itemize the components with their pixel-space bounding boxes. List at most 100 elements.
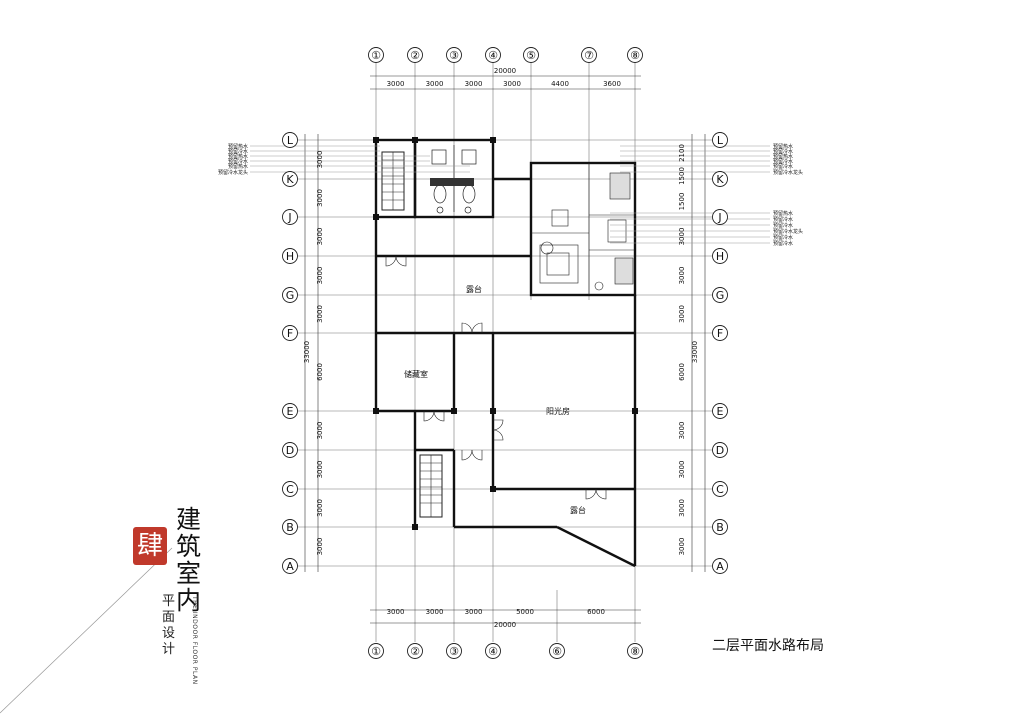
right-dimension: 2100 — [678, 144, 686, 162]
columns — [373, 137, 638, 530]
right-axis-bubble: K — [712, 171, 728, 187]
top-axis-bubble-label: ⑦ — [584, 49, 594, 62]
room-label-terrace-top: 露台 — [466, 284, 482, 294]
left-axis-bubble-label: G — [286, 289, 295, 302]
right-axis-bubble-label: C — [716, 483, 724, 496]
right-axis-bubble-label: A — [716, 560, 724, 573]
left-dimension: 3000 — [316, 305, 324, 323]
top-axis-bubbles: ① ② ③ ④ ⑤ ⑦ ⑧ — [368, 47, 643, 63]
left-axis-bubble: J — [282, 209, 298, 225]
top-dimension: 3000 — [426, 80, 444, 88]
left-axis-bubble-label: H — [286, 250, 294, 263]
pipe-note-right-mid: 预留冷水 — [773, 240, 793, 247]
left-dimension: 3000 — [316, 267, 324, 285]
room-label-terrace-bottom: 露台 — [570, 505, 586, 515]
left-dimension: 3000 — [316, 228, 324, 246]
left-axis-bubble: F — [282, 325, 298, 341]
left-axis-bubble: L — [282, 132, 298, 148]
right-axis-bubble-label: J — [717, 211, 721, 224]
right-dimension: 3000 — [678, 267, 686, 285]
top-dimension: 4400 — [551, 80, 569, 88]
left-axis-bubble-label: D — [286, 444, 294, 457]
left-total-dimension: 33000 — [303, 341, 311, 363]
bathroom-fixtures — [430, 145, 477, 214]
right-axis-bubble: D — [712, 442, 728, 458]
top-dimension: 3000 — [503, 80, 521, 88]
top-axis-bubble-label: ① — [371, 49, 381, 62]
pipe-note-right-top: 预留冷水 — [773, 148, 793, 155]
bottom-dimension: 3000 — [465, 608, 483, 616]
pipe-note-right-mid: 预留热水 — [773, 210, 793, 217]
right-axis-bubble-label: B — [716, 521, 724, 534]
top-axis-bubble: ① — [368, 47, 384, 63]
brand-english: THE INDOOR FLOOR PLAN — [191, 596, 198, 685]
bottom-axis-bubble: ④ — [485, 643, 501, 659]
bottom-axis-bubble-label: ② — [410, 645, 420, 658]
pipe-note-right-mid: 预留冷水 — [773, 222, 793, 229]
bottom-axis-bubble-label: ① — [371, 645, 381, 658]
pipe-note-right-top: 预留冷水龙头 — [773, 169, 803, 176]
right-dimension: 3000 — [678, 305, 686, 323]
top-dimension: 3000 — [387, 80, 405, 88]
stairs-bottom — [419, 454, 443, 518]
top-axis-bubble-label: ④ — [488, 49, 498, 62]
top-axis-bubble: ③ — [446, 47, 462, 63]
pipe-note-right-top: 预留热水 — [773, 143, 793, 150]
right-axis-bubble-label: H — [716, 250, 724, 263]
pipe-note-right-mid: 预留冷水 — [773, 234, 793, 241]
room-label-sunroom: 阳光房 — [546, 406, 570, 416]
bottom-axis-bubble: ② — [407, 643, 423, 659]
right-axis-bubble: F — [712, 325, 728, 341]
right-axis-bubble: B — [712, 519, 728, 535]
suite-furniture — [531, 163, 635, 295]
horizontal-grid-lines — [298, 139, 712, 567]
right-dimension: 3000 — [678, 538, 686, 556]
pipe-note-left: 预留冷水 — [228, 158, 248, 165]
top-axis-bubble-label: ⑤ — [526, 49, 536, 62]
bottom-axis-bubble: ③ — [446, 643, 462, 659]
left-axis-bubble-label: E — [287, 405, 294, 418]
right-axis-bubble: C — [712, 481, 728, 497]
right-axis-bubble-label: L — [717, 134, 724, 147]
right-axis-bubbles: L K J H G F E D C B A — [712, 132, 728, 574]
building-walls — [374, 138, 637, 568]
left-axis-bubble: G — [282, 287, 298, 303]
decor-diagonal-line — [0, 547, 173, 714]
right-dimension: 3000 — [678, 461, 686, 479]
left-axis-bubble: A — [282, 558, 298, 574]
doors — [385, 255, 607, 500]
pipe-note-left: 预留热水 — [228, 143, 248, 150]
left-axis-bubble: D — [282, 442, 298, 458]
right-axis-bubble-label: G — [716, 289, 725, 302]
top-axis-bubble: ⑧ — [627, 47, 643, 63]
pipe-note-right-mid: 预留冷水龙头 — [773, 228, 803, 235]
bottom-axis-bubble-label: ③ — [449, 645, 459, 658]
right-dimension: 1500 — [678, 167, 686, 185]
pipe-note-right-top: 预留热水 — [773, 153, 793, 160]
right-axis-bubble-label: D — [716, 444, 724, 457]
suite-block — [529, 161, 637, 297]
left-axis-bubble-label: L — [287, 134, 294, 147]
right-dimension: 1500 — [678, 193, 686, 211]
bottom-axis-bubble: ⑧ — [627, 643, 643, 659]
left-dimension: 3000 — [316, 189, 324, 207]
left-dimension: 3000 — [316, 422, 324, 440]
bottom-dimension: 5000 — [516, 608, 534, 616]
pipe-note-right-mid: 预留冷水 — [773, 216, 793, 223]
left-axis-bubble: C — [282, 481, 298, 497]
stairs-top — [381, 151, 405, 211]
pipe-note-right-top: 预留冷水 — [773, 163, 793, 170]
brand-subtitle: 平面设计 — [162, 594, 176, 657]
right-axis-bubble: E — [712, 403, 728, 419]
right-dimension: 3000 — [678, 499, 686, 517]
right-axis-bubble: L — [712, 132, 728, 148]
pipe-note-left: 预留热水 — [228, 153, 248, 160]
left-axis-bubble: B — [282, 519, 298, 535]
pipe-note-left: 预留冷水龙头 — [218, 169, 248, 176]
left-axis-bubble-label: K — [286, 173, 294, 186]
right-axis-bubble: A — [712, 558, 728, 574]
top-axis-bubble-label: ② — [410, 49, 420, 62]
